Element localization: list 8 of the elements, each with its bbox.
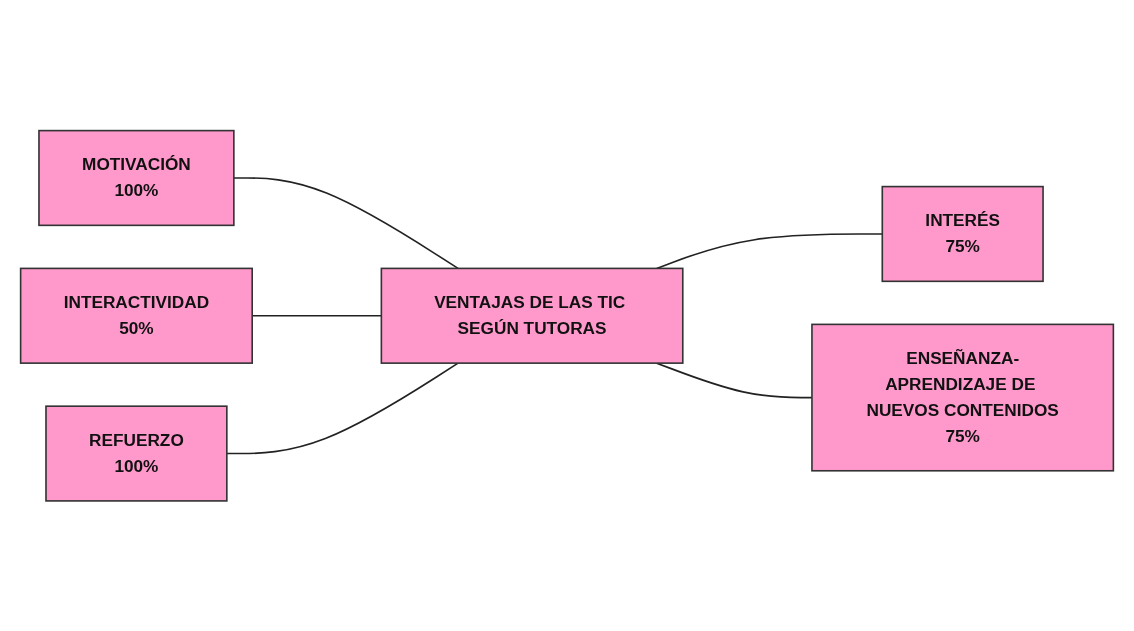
node-box: VENTAJAS DE LAS TIC SEGÚN TUTORAS [380,267,684,364]
node-box: REFUERZO 100% [45,405,228,502]
connector [233,176,459,269]
node-box: INTERÉS 75% [881,185,1044,282]
connector [226,362,459,455]
node-box: MOTIVACIÓN 100% [38,129,235,226]
node-box: INTERACTIVIDAD 50% [19,267,253,364]
node-box: ENSEÑANZA-APRENDIZAJE DE NUEVOS CONTENIDOS 75% [811,323,1115,472]
